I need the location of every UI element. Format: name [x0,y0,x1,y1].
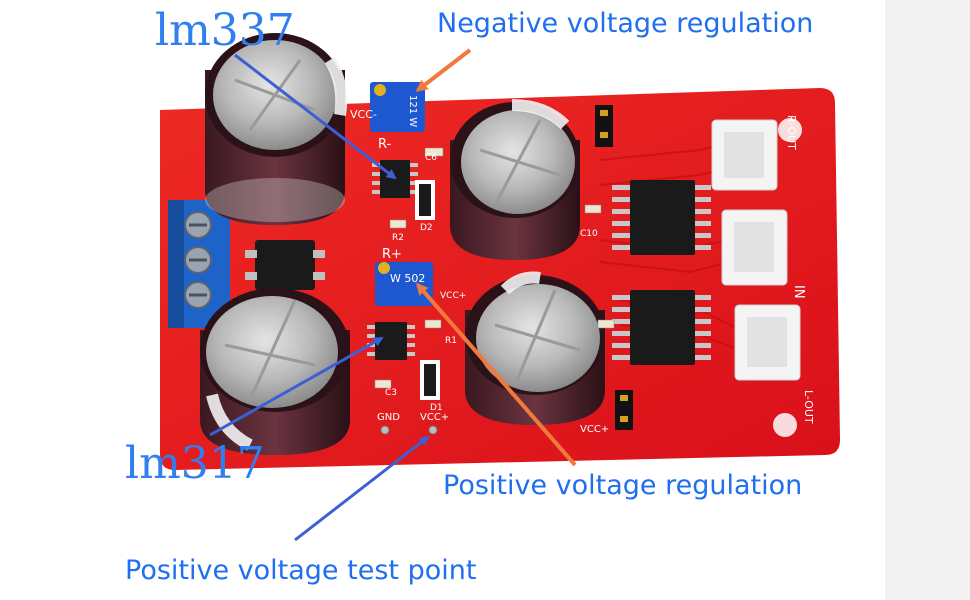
arrow-positive-regulation [416,282,577,467]
silk-l-out: L-OUT [802,390,815,424]
trimpot-bottom-marking: W 502 [390,272,425,285]
silk-r-out: R-OUT [785,115,798,150]
test-point-gnd [380,425,390,435]
trimpot-top [370,82,425,132]
arrow-lm317 [209,336,384,437]
opamp-top [612,180,711,255]
capacitor-top-left [205,33,348,225]
arrow-negative-regulation [415,48,472,92]
silk-d2: D2 [420,223,433,233]
label-lm317: lm317 [125,438,265,489]
silk-vcc-plus-top: VCC+ [440,291,466,301]
screw-terminal [168,200,230,328]
pin-header-top [595,105,613,147]
label-lm337: lm337 [155,5,295,56]
connector-l-out [734,304,801,381]
bridge-rectifier [245,240,325,290]
silk-in: IN [791,285,806,299]
silk-r2: R2 [392,233,404,243]
silk-vcc-plus-bottom: VCC+ [580,424,609,435]
capacitor-bottom-left [200,288,350,455]
label-negative-regulation: Negative voltage regulation [437,8,814,39]
label-positive-test-point: Positive voltage test point [125,555,477,586]
silk-vcc-plus-test: VCC+ [420,412,449,423]
smd-parts [374,147,615,389]
label-positive-regulation: Positive voltage regulation [443,470,803,501]
silk-gnd: GND [377,412,400,423]
pin-header-bottom [615,390,633,430]
silk-c6: C6 [425,153,437,163]
opamp-bottom [612,290,711,365]
silk-vcc-minus: VCC- [350,108,377,121]
diode-d2 [415,180,435,220]
diode-d1 [420,360,440,400]
silk-r1: R1 [445,336,457,346]
silk-r-minus: R- [378,137,392,152]
connector-r-out [711,119,778,191]
arrow-lm337 [234,53,397,180]
capacitor-bottom-right [465,271,605,425]
arrow-positive-test-point [294,435,430,542]
trimpot-top-marking: 121 W [407,95,418,127]
silk-c3: C3 [385,388,397,398]
capacitor-top-right [450,99,580,260]
silk-c10: C10 [580,229,598,239]
silk-d1: D1 [430,403,443,413]
annotation-arrows [209,48,577,542]
test-point-vcc [428,425,438,435]
silk-r-plus: R+ [382,247,402,262]
connector-in [721,209,788,286]
